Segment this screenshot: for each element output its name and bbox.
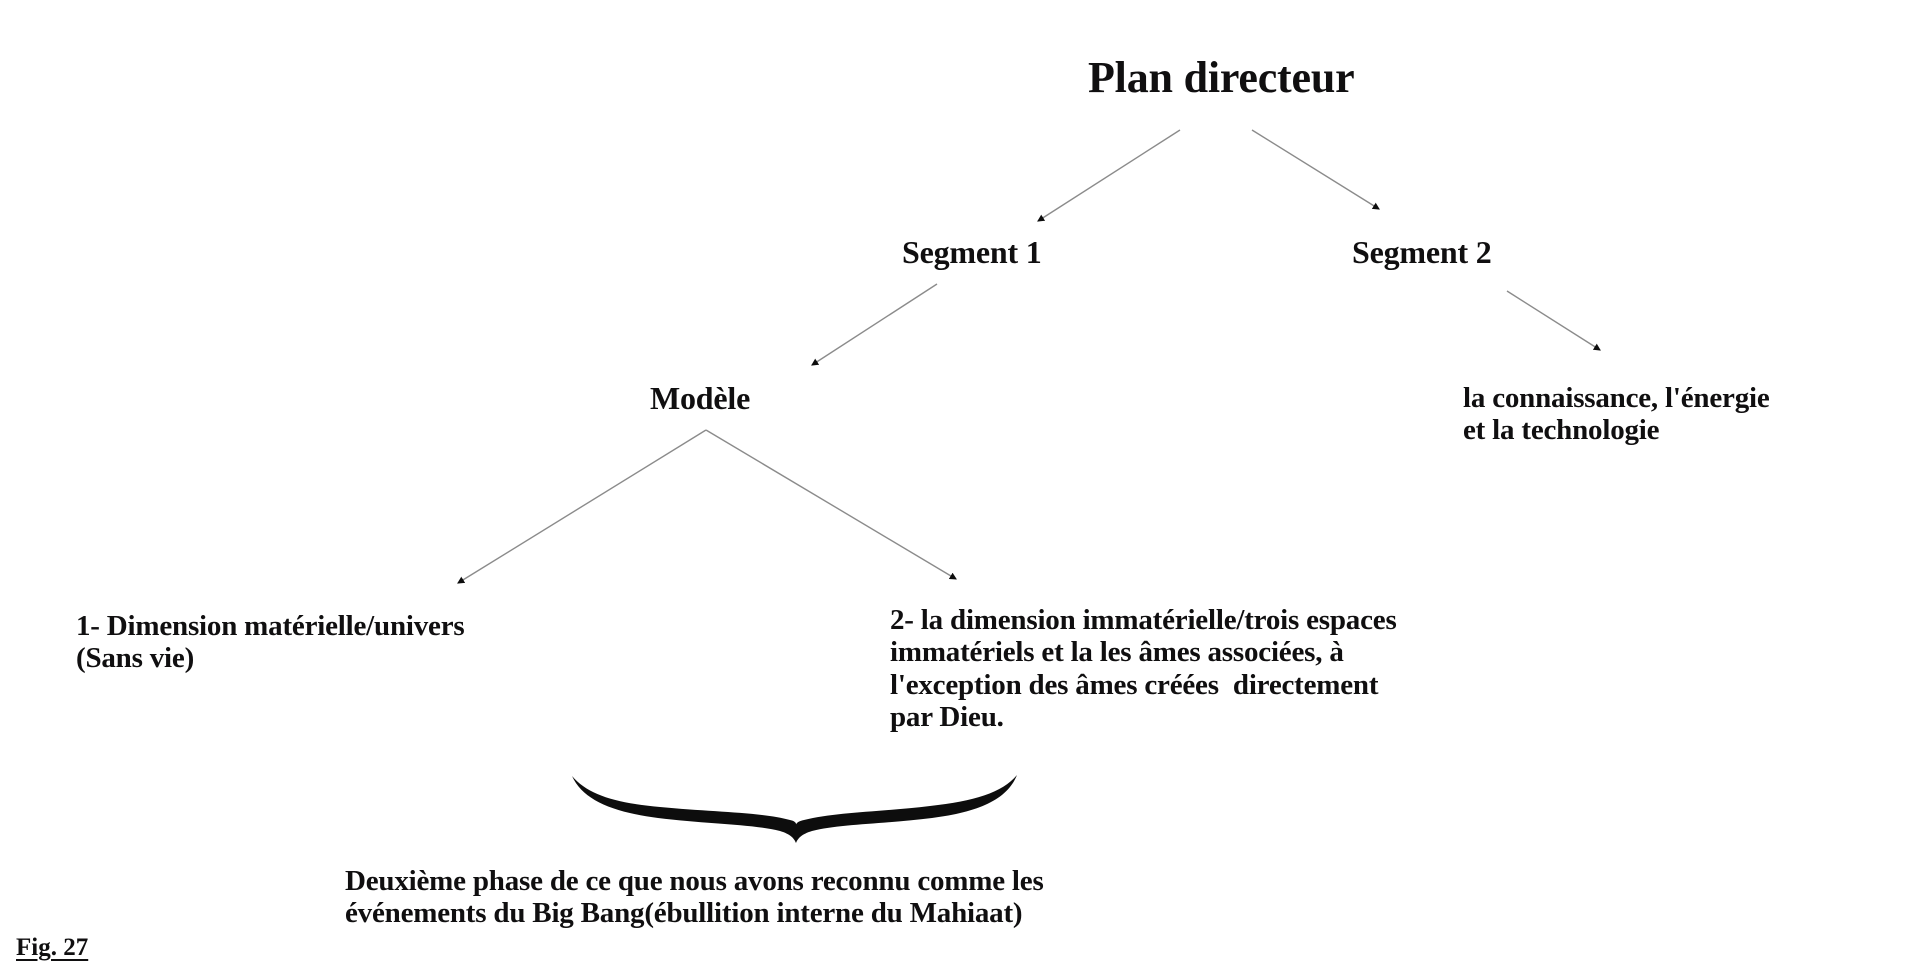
brace-caption: Deuxième phase de ce que nous avons reco… [345,865,1044,929]
edge-segment-1-to-modele [811,283,938,366]
node-segment-1: Segment 1 [902,234,1042,270]
edge-root-to-segment-1 [1037,129,1181,222]
node-plan-directeur: Plan directeur [1088,53,1355,102]
node-segment-2: Segment 2 [1352,234,1492,270]
node-knowledge: la connaissance, l'énergie et la technol… [1463,382,1770,446]
node-dimension-1: 1- Dimension matérielle/univers (Sans vi… [76,610,465,675]
figure-label: Fig. 27 [16,934,89,961]
node-dimension-2: 2- la dimension immatérielle/trois espac… [890,604,1397,734]
edge-root-to-segment-2 [1251,129,1380,210]
edge-segment-2-to-knowledge [1506,290,1601,351]
edge-modele-to-dimension-2 [705,429,957,580]
underbrace-icon [572,775,1017,843]
node-modele: Modèle [650,380,751,416]
edge-modele-to-dimension-1 [457,429,707,584]
